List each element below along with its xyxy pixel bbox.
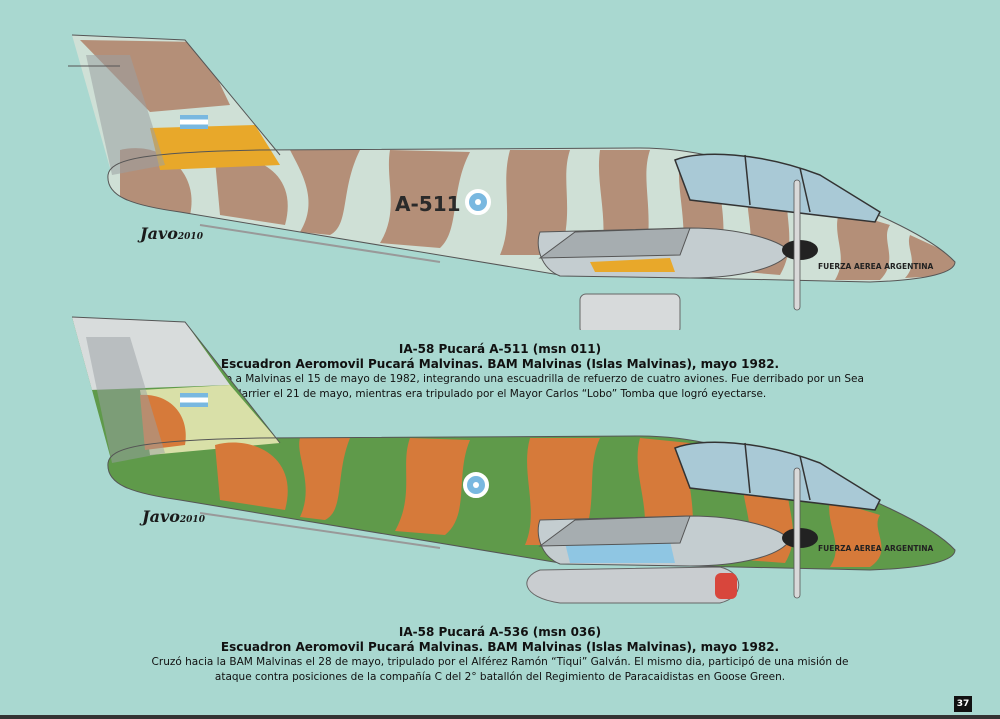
a511-serial: A-511	[395, 192, 461, 216]
caption-description: ataque contra posiciones de la compañía …	[214, 671, 786, 683]
a536-fuselage-text: FUERZA AEREA ARGENTINA	[818, 544, 934, 553]
page-number: 37	[954, 696, 972, 712]
artist-signature: Javo2010	[140, 224, 203, 243]
caption-subtitle: Escuadron Aeromovil Pucará Malvinas. BAM…	[220, 640, 780, 654]
caption-title: IA-58 Pucará A-536 (msn 036)	[398, 625, 602, 639]
a511-fuselage-text: FUERZA AEREA ARGENTINA	[818, 262, 934, 271]
a536-illustration: FUERZA AEREA ARGENTINA	[71, 316, 956, 604]
caption-a511: IA-58 Pucará A-511 (msn 011) Escuadron A…	[0, 342, 1000, 402]
artist-signature: Javo2010	[142, 507, 205, 526]
caption-description: Cruzó hacia la BAM Malvinas el 28 de may…	[151, 656, 849, 668]
aircraft-profile-a536: FUERZA AEREA ARGENTINA	[0, 305, 1000, 625]
caption-subtitle: Escuadron Aeromovil Pucará Malvinas. BAM…	[220, 357, 780, 371]
a511-illustration: A-511 FUERZA AEREA ARGENTINA	[68, 34, 956, 335]
caption-description: Este Pucará arribo a Malvinas el 15 de m…	[136, 373, 864, 385]
ventral-drop-tank	[526, 566, 740, 604]
bottom-divider	[0, 715, 1000, 719]
caption-a536: IA-58 Pucará A-536 (msn 036) Escuadron A…	[0, 625, 1000, 685]
caption-title: IA-58 Pucará A-511 (msn 011)	[398, 342, 602, 356]
caption-description: Harrier el 21 de mayo, mientras era trip…	[233, 388, 767, 400]
aircraft-profile-a511: A-511 FUERZA AEREA ARGENTINA	[0, 0, 1000, 335]
